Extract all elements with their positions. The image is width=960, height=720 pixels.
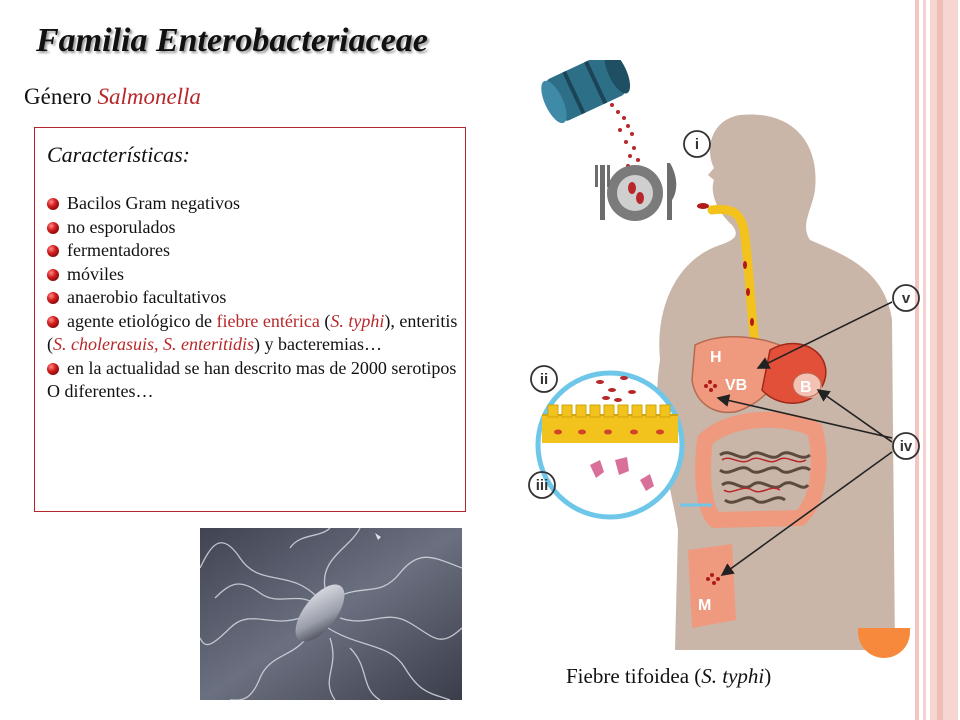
label-circles — [528, 130, 920, 499]
label-m: M — [698, 597, 711, 614]
characteristics-box: Características: Bacilos Gram negativos … — [34, 127, 466, 512]
label-b: B — [800, 379, 812, 396]
bullet-icon — [47, 315, 59, 328]
characteristics-list: Bacilos Gram negativos no esporulados fe… — [47, 192, 459, 404]
list-item: no esporulados — [47, 216, 459, 240]
typhoid-diagram-svg: i v ii iii iv H VB B M — [528, 51, 920, 651]
bullet-icon — [47, 268, 59, 281]
bullet-icon — [47, 292, 59, 304]
bone-marrow — [688, 544, 736, 628]
magnifier-inset — [535, 370, 712, 520]
micrograph-image — [200, 528, 462, 700]
small-intestine — [719, 451, 811, 504]
bullet-icon — [47, 221, 59, 234]
list-item: Bacilos Gram negativos — [47, 192, 459, 216]
salmonella-micrograph — [200, 528, 462, 700]
label-ii: ii — [540, 371, 548, 388]
diagram-caption: Fiebre tifoidea (S. typhi) — [566, 664, 772, 688]
large-intestine — [695, 411, 827, 528]
list-item: anaerobio facultativos — [47, 286, 459, 310]
list-item-etiologic: agente etiológico de fiebre entérica (S.… — [47, 310, 458, 354]
genus-line: Género Salmonella — [24, 84, 201, 110]
decorative-right-band — [915, 0, 960, 720]
label-v: v — [902, 290, 911, 307]
genus-prefix: Género — [24, 84, 92, 109]
label-i: i — [695, 136, 699, 153]
contaminated-barrel — [541, 51, 631, 124]
bullet-icon — [47, 245, 59, 257]
bullet-icon — [47, 198, 59, 210]
characteristics-heading: Características: — [47, 142, 190, 167]
typhoid-infection-diagram: i v ii iii iv H VB B M — [500, 51, 920, 651]
gallbladder-b — [792, 372, 822, 398]
slide-title: Familia Enterobacteriaceae — [36, 22, 428, 59]
bullet-icon — [47, 362, 59, 375]
genus-name: Salmonella — [97, 84, 201, 109]
label-vb: VB — [725, 377, 747, 394]
label-iv: iv — [900, 438, 913, 455]
decorative-orange-dot — [858, 628, 910, 658]
list-item-serotypes: en la actualidad se han descrito mas de … — [47, 357, 457, 401]
label-h: H — [710, 349, 722, 366]
list-item: fermentadores — [47, 239, 459, 263]
plate-cutlery-icon — [595, 163, 677, 221]
label-iii: iii — [536, 477, 549, 494]
list-item: móviles — [47, 263, 459, 287]
